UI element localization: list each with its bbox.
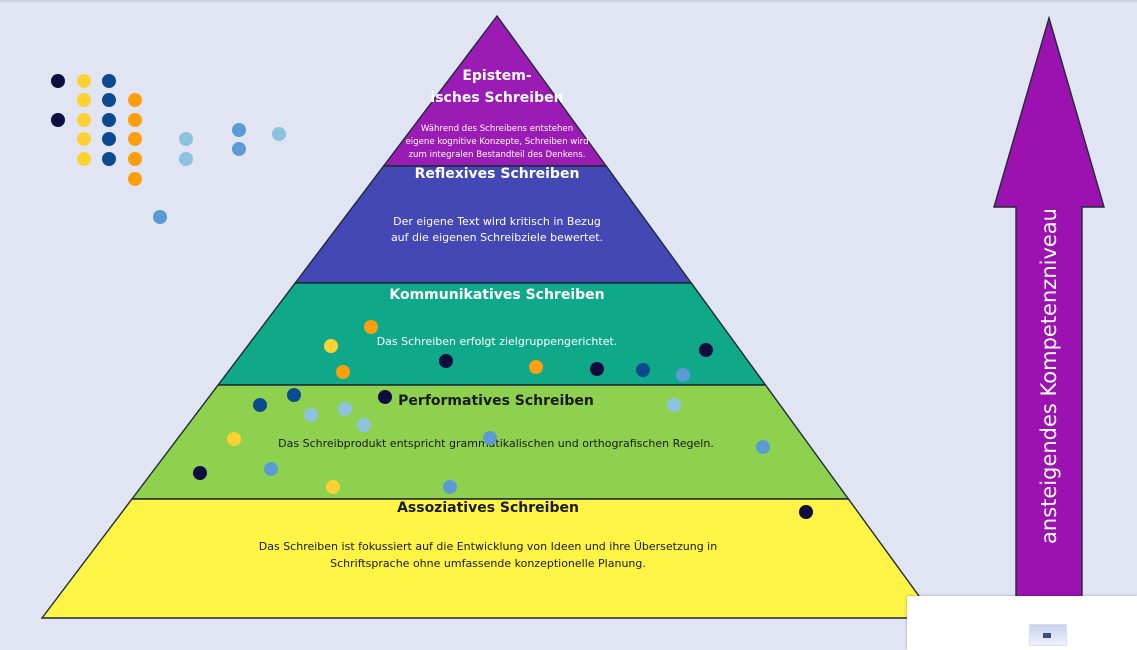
decorative-dot	[51, 74, 65, 88]
decorative-dot	[264, 462, 278, 476]
decorative-dot	[699, 343, 713, 357]
level-description-epistemic: zum integralen Bestandteil des Denkens.	[409, 150, 586, 160]
decorative-dot	[102, 152, 116, 166]
decorative-dot	[51, 113, 65, 127]
level-description-communicative: Das Schreiben erfolgt zielgruppengericht…	[377, 335, 618, 348]
decorative-dot	[364, 320, 378, 334]
decorative-dot	[102, 113, 116, 127]
decorative-dot	[439, 354, 453, 368]
level-description-reflexive: auf die eigenen Schreibziele bewertet.	[391, 231, 603, 244]
decorative-dot	[667, 398, 681, 412]
level-title-communicative: Kommunikatives Schreiben	[389, 287, 604, 303]
top-edge	[0, 0, 1137, 2]
decorative-dot	[232, 142, 246, 156]
decorative-dot	[272, 127, 286, 141]
competence-arrow-label: ansteigendes Kompetenzniveau	[1037, 208, 1061, 544]
decorative-dot	[193, 466, 207, 480]
pyramid	[40, 14, 937, 619]
decorative-dot	[378, 390, 392, 404]
decorative-dot	[128, 132, 142, 146]
decorative-dot	[357, 418, 371, 432]
decorative-dot	[336, 365, 350, 379]
decorative-dot	[128, 113, 142, 127]
decorative-dot	[304, 408, 318, 422]
competence-arrow[interactable]: ansteigendes Kompetenzniveau	[993, 15, 1105, 598]
level-description-associative: Das Schreiben ist fokussiert auf die Ent…	[259, 540, 717, 553]
level-title-associative: Assoziatives Schreiben	[397, 500, 579, 516]
decorative-dot	[128, 172, 142, 186]
level-title-performative: Performatives Schreiben	[398, 393, 594, 409]
decorative-dot	[77, 74, 91, 88]
decorative-dot	[102, 93, 116, 107]
decorative-dot	[676, 368, 690, 382]
decorative-dot	[326, 480, 340, 494]
decorative-dot	[590, 362, 604, 376]
decorative-dot	[253, 398, 267, 412]
level-title-epistemic: Epistem-	[462, 68, 531, 84]
decorative-dot	[324, 339, 338, 353]
level-title-reflexive: Reflexives Schreiben	[415, 166, 580, 182]
decorative-dot	[799, 505, 813, 519]
decorative-dot	[77, 93, 91, 107]
decorative-dot	[443, 480, 457, 494]
decorative-dot	[128, 152, 142, 166]
decorative-dot	[102, 132, 116, 146]
decorative-dot	[102, 74, 116, 88]
decorative-dot	[77, 132, 91, 146]
decorative-dot	[179, 152, 193, 166]
decorative-dot	[483, 431, 497, 445]
decorative-dot	[77, 113, 91, 127]
decorative-dot	[232, 123, 246, 137]
level-description-epistemic: Während des Schreibens entstehen	[421, 124, 573, 134]
decorative-dot	[77, 152, 91, 166]
minimap-thumbnail[interactable]	[1029, 624, 1067, 646]
level-description-associative: Schriftsprache ohne umfassende konzeptio…	[330, 557, 646, 570]
decorative-dot	[338, 402, 352, 416]
level-description-epistemic: eigene kognitive Konzepte, Schreiben wir…	[405, 137, 588, 147]
decorative-dot	[153, 210, 167, 224]
decorative-dot	[128, 93, 142, 107]
minimap-panel[interactable]	[907, 596, 1137, 650]
decorative-dot	[179, 132, 193, 146]
level-description-reflexive: Der eigene Text wird kritisch in Bezug	[393, 215, 601, 228]
decorative-dot	[287, 388, 301, 402]
decorative-dots	[51, 74, 813, 519]
decorative-dot	[636, 363, 650, 377]
level-title-epistemic: isches Schreiben	[430, 90, 563, 106]
decorative-dot	[756, 440, 770, 454]
decorative-dot	[529, 360, 543, 374]
level-description-performative: Das Schreibprodukt entspricht grammatika…	[278, 437, 714, 450]
decorative-dot	[227, 432, 241, 446]
